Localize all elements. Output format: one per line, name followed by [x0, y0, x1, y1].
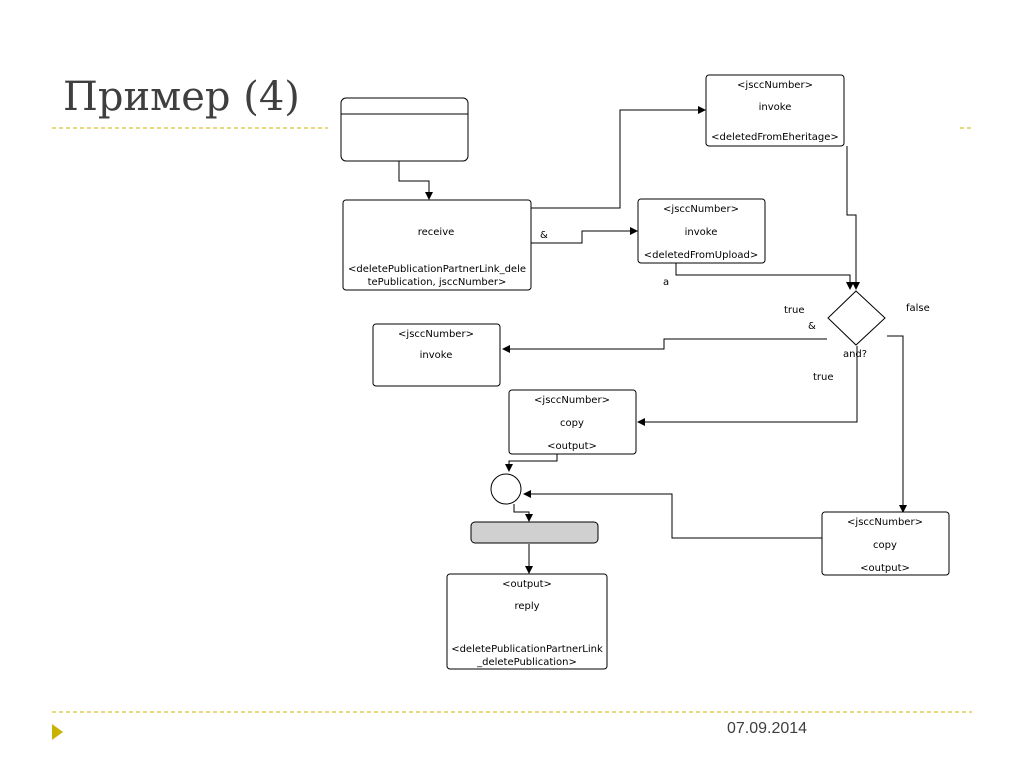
edge-decision-to-copy-left	[637, 346, 858, 426]
invoke-top-op: invoke	[759, 102, 792, 113]
copy-left-op: copy	[560, 418, 584, 429]
a-label: a	[663, 277, 669, 288]
decision-label: and?	[843, 349, 867, 360]
receive-params-line2: tePublication, jsccNumber>	[368, 277, 507, 288]
invoke-node-mid: <jsccNumber> invoke <deletedFromUpload>	[637, 198, 766, 264]
edge-merge-to-bar	[513, 504, 533, 522]
start-node	[340, 97, 469, 162]
join-bar	[470, 521, 599, 544]
invoke-left-param: <jsccNumber>	[398, 329, 474, 340]
footer-arrow-icon	[52, 724, 63, 740]
reply-node: <output> reply <deletePublicationPartner…	[446, 573, 608, 670]
edge-decision-to-invoke-left	[502, 338, 827, 353]
receive-op: receive	[418, 227, 455, 238]
decision-false: false	[906, 303, 930, 314]
copy-right-result: <output>	[860, 563, 910, 574]
slide-date: 07.09.2014	[727, 720, 808, 737]
merge-node	[490, 473, 522, 505]
edge-decision-to-copy-right	[887, 335, 907, 513]
invoke-node-top: <jsccNumber> invoke <deletedFromEheritag…	[705, 74, 845, 147]
invoke-top-param: <jsccNumber>	[737, 80, 813, 91]
copy-node-left: <jsccNumber> copy <output>	[508, 389, 637, 455]
receive-node: receive <deletePublicationPartnerLink_de…	[342, 199, 532, 291]
decision-true-top: true	[784, 305, 805, 316]
edge-start-to-receive	[398, 161, 433, 200]
edge-receive-to-invoke-mid	[531, 227, 638, 244]
copy-left-result: <output>	[547, 441, 597, 452]
slide-title: Пример (4)	[63, 74, 300, 120]
invoke-node-left: <jsccNumber> invoke	[372, 323, 501, 387]
amp-label: &	[540, 230, 548, 241]
decision-node: and?	[827, 290, 886, 360]
edge-copy-left-to-merge	[505, 454, 558, 472]
copy-right-param: <jsccNumber>	[847, 517, 923, 528]
copy-left-param: <jsccNumber>	[534, 395, 610, 406]
decision-amp: &	[808, 321, 816, 332]
invoke-mid-result: <deletedFromUpload>	[644, 250, 758, 261]
reply-param: <output>	[502, 579, 552, 590]
edge-invoke-mid-to-decision	[675, 262, 854, 290]
invoke-left-op: invoke	[420, 350, 453, 361]
reply-result-line1: <deletePublicationPartnerLink	[451, 644, 603, 655]
copy-node-right: <jsccNumber> copy <output>	[821, 511, 950, 576]
edge-receive-to-invoke-top	[531, 106, 706, 209]
edge-invoke-top-to-decision	[846, 146, 860, 290]
copy-right-op: copy	[873, 540, 897, 551]
invoke-mid-param: <jsccNumber>	[663, 204, 739, 215]
invoke-mid-op: invoke	[685, 227, 718, 238]
receive-params-line1: <deletePublicationPartnerLink_dele	[348, 264, 526, 275]
edge-copy-right-to-merge	[523, 490, 822, 539]
decision-true-bottom: true	[813, 372, 834, 383]
reply-result-line2: _deletePublication>	[476, 657, 577, 668]
invoke-top-result: <deletedFromEheritage>	[711, 132, 839, 143]
reply-op: reply	[514, 601, 539, 612]
